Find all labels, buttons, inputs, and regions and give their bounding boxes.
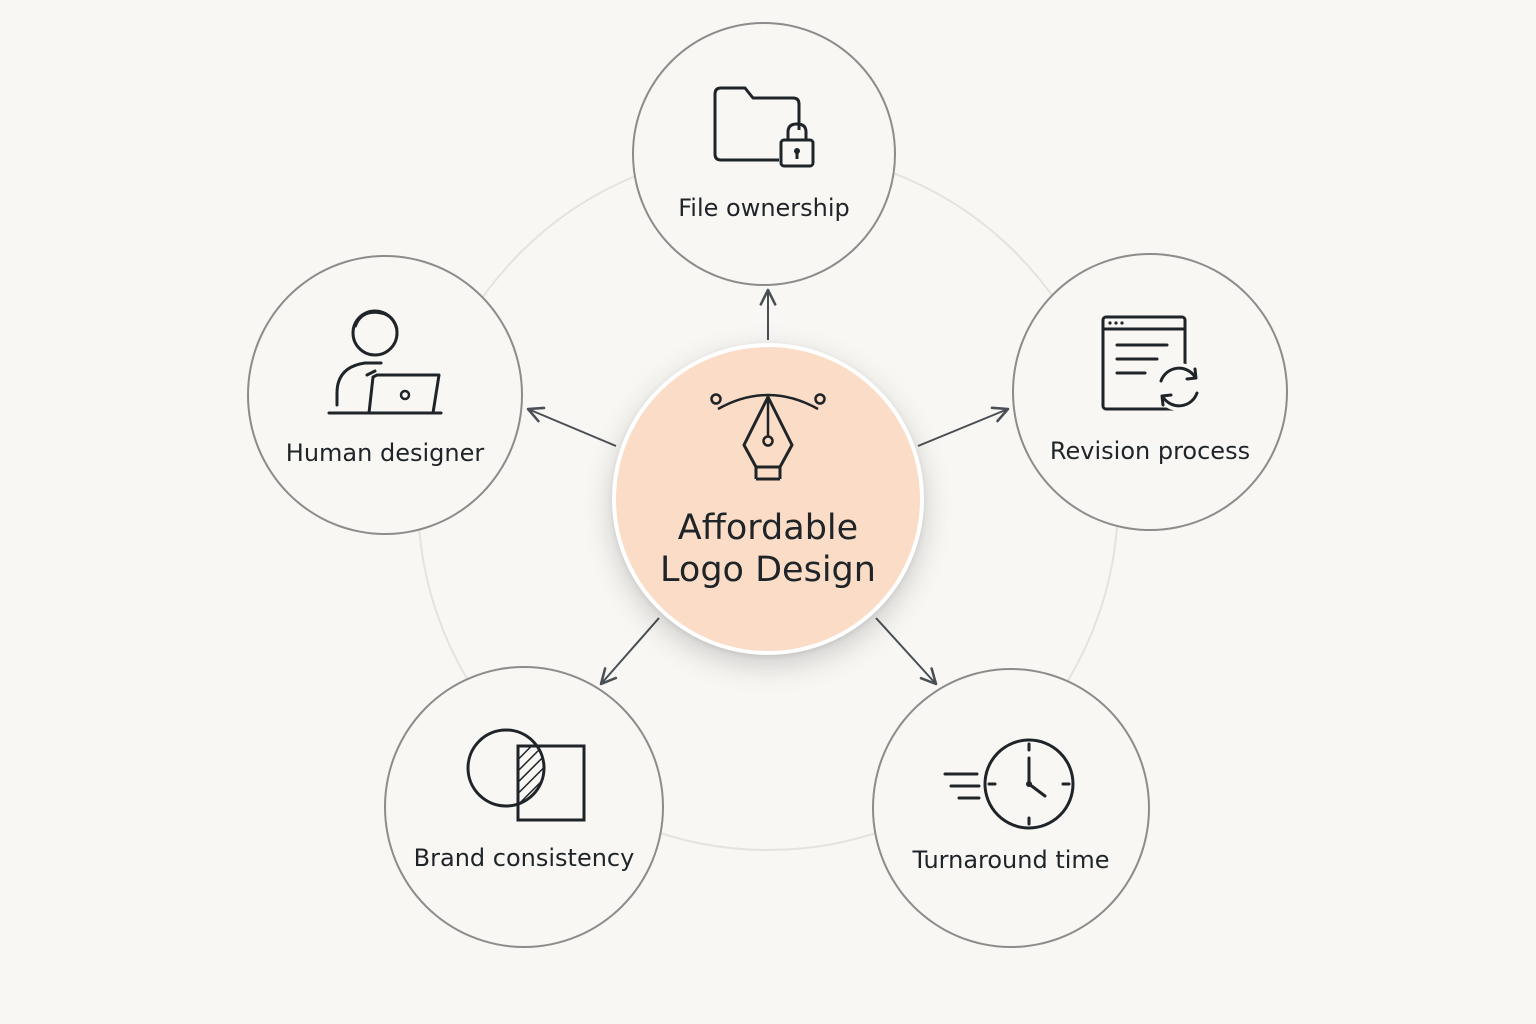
arrow-to-brand-consistency bbox=[599, 617, 660, 686]
node-brand-consistency: Brand consistency bbox=[384, 666, 664, 948]
node-label: Revision process bbox=[1049, 437, 1251, 465]
person-laptop-icon bbox=[327, 309, 443, 415]
node-file-ownership: File ownership bbox=[632, 22, 896, 286]
arrow-to-revision-process bbox=[917, 406, 1010, 447]
node-human-designer: Human designer bbox=[247, 255, 523, 535]
node-label: File ownership bbox=[678, 194, 850, 222]
node-label: Human designer bbox=[285, 439, 485, 467]
folder-lock-icon bbox=[713, 86, 815, 168]
node-label: Turnaround time bbox=[912, 846, 1110, 874]
center-title: Affordable Logo Design bbox=[616, 507, 920, 591]
shape-overlap-icon bbox=[466, 728, 586, 822]
node-revision-process: Revision process bbox=[1012, 253, 1288, 531]
arrow-to-human-designer bbox=[526, 406, 617, 447]
fast-clock-icon bbox=[943, 738, 1075, 830]
node-turnaround-time: Turnaround time bbox=[872, 668, 1150, 948]
pen-nib-icon bbox=[710, 393, 826, 481]
center-title-line1: Affordable bbox=[677, 508, 859, 548]
node-label: Brand consistency bbox=[413, 844, 635, 872]
arrow-to-turnaround-time bbox=[875, 617, 938, 686]
center-title-line2: Logo Design bbox=[660, 550, 876, 590]
center-node: Affordable Logo Design bbox=[612, 343, 924, 655]
document-refresh-icon bbox=[1101, 315, 1203, 411]
